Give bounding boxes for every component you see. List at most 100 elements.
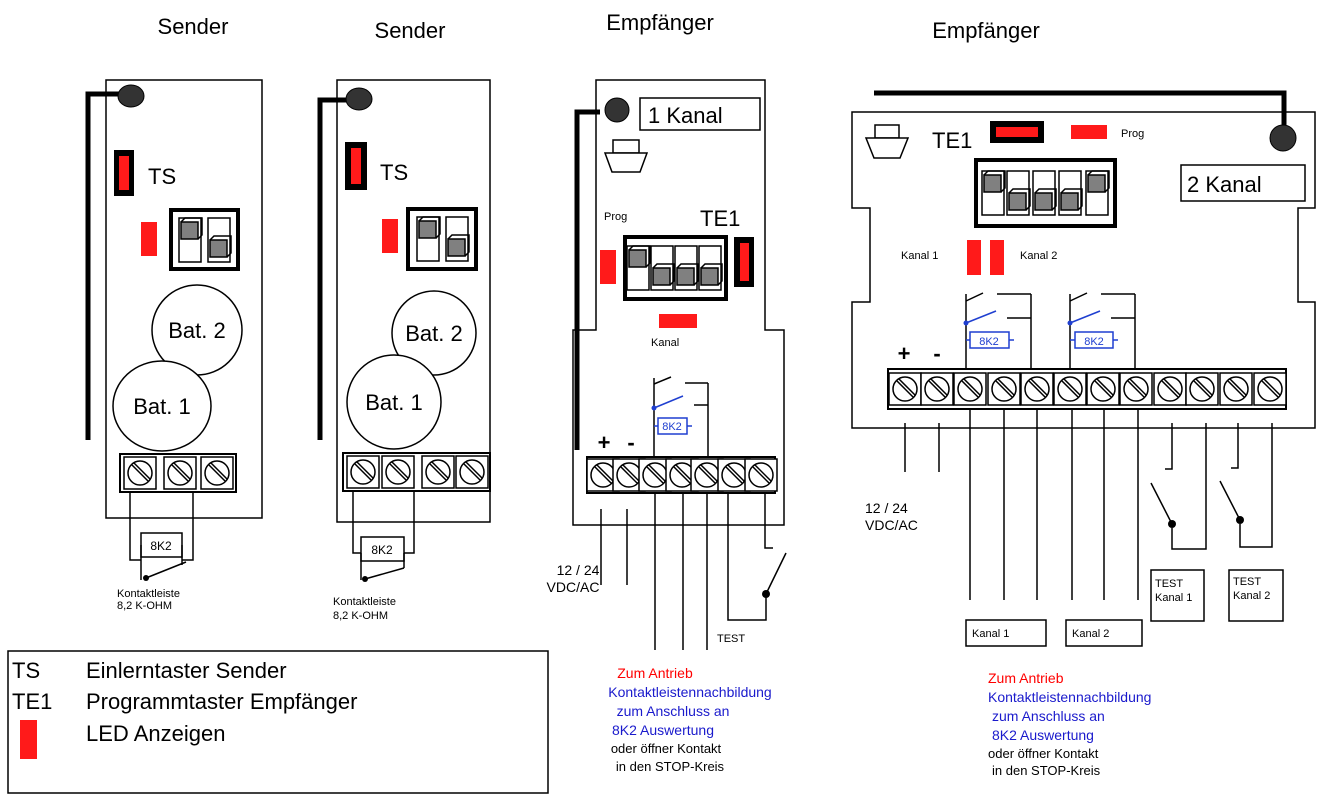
- kanal-2-led-icon: [990, 240, 1004, 275]
- legend-led-text: LED Anzeigen: [86, 721, 225, 746]
- ts-led-icon: [351, 148, 361, 184]
- test-box-kanal-1: [1150, 569, 1205, 622]
- resistor-label: 8K2: [1084, 336, 1104, 348]
- receiver-2-housing: [851, 111, 1316, 429]
- note-emulation-1: Kontaktleistennachbildung: [608, 684, 771, 700]
- antenna-knob-icon: [1269, 124, 1297, 152]
- terminal-block: [586, 456, 778, 494]
- kanal-1-led-icon: [967, 240, 981, 275]
- ts-label: TS: [380, 160, 408, 185]
- test-label: TEST: [717, 633, 745, 645]
- ts-label: TS: [148, 164, 176, 189]
- dip-switch-5[interactable]: [974, 158, 1117, 228]
- kanal-label: Kanal: [651, 337, 679, 349]
- dip-switch-4[interactable]: [623, 235, 728, 301]
- output-box-kanal-1: [965, 619, 1047, 647]
- channel-box-label: 2 Kanal: [1187, 172, 1262, 197]
- sender-2-antenna: [317, 97, 350, 440]
- relay-contact-1: 8K2: [963, 292, 1032, 372]
- kanal-led-icon: [659, 314, 697, 328]
- te1-led-icon: [996, 127, 1038, 137]
- minus-label: -: [627, 430, 634, 455]
- sender-1: TS Bat. 2 Bat. 1 8K2 Kontaktleiste 8,2 K…: [85, 79, 263, 612]
- test-switch-2: [1219, 480, 1241, 521]
- note-emulation-2: zum Anschluss an: [617, 703, 730, 719]
- title-sender-1: Sender: [158, 14, 229, 39]
- note-nc-2: in den STOP-Kreis: [992, 763, 1101, 778]
- battery-2-label: Bat. 2: [405, 321, 462, 346]
- receiver-1-antenna: [574, 109, 600, 450]
- test-box-2-line-1: TEST: [1233, 576, 1261, 588]
- antenna-knob-icon: [117, 84, 145, 108]
- terminal-block: [887, 368, 1287, 410]
- prog-led-icon: [1071, 125, 1107, 139]
- channel-box: [639, 97, 761, 131]
- caption-line-1: Kontaktleiste: [333, 596, 396, 608]
- test-box-2-line-2: Kanal 2: [1233, 590, 1270, 602]
- note-nc-1: oder öffner Kontakt: [988, 746, 1099, 761]
- sensor-wire: [129, 492, 141, 561]
- voltage-line-2: VDC/AC: [865, 517, 918, 533]
- voltage-line-1: 12 / 24: [557, 562, 600, 578]
- resistor-8k2: [360, 536, 405, 562]
- te1-label: TE1: [932, 128, 972, 153]
- dip-switch-2[interactable]: [406, 207, 478, 271]
- test-switch-1: [1150, 482, 1173, 525]
- dip-switch-2[interactable]: [169, 208, 240, 271]
- channel-box-label: 1 Kanal: [648, 103, 723, 128]
- test-box-1-line-1: TEST: [1155, 578, 1183, 590]
- prog-label: Prog: [604, 211, 627, 223]
- contact-strip-switch: [364, 567, 405, 580]
- receiver-1: 1 Kanal Prog TE1 Kanal: [547, 79, 787, 774]
- channel-box: [1180, 164, 1306, 202]
- legend: TS Einlerntaster Sender TE1 Programmtast…: [7, 650, 549, 794]
- battery-1-icon: [346, 354, 442, 450]
- battery-1-label: Bat. 1: [133, 394, 190, 419]
- legend-led-icon: [20, 720, 37, 759]
- caption-line-1: Kontaktleiste: [117, 588, 180, 600]
- note-drive: Zum Antrieb: [988, 670, 1064, 686]
- sender-2: TS Bat. 2 Bat. 1 8K2 Kontaktleiste 8,2 K…: [317, 79, 491, 622]
- terminal-block: [342, 452, 491, 492]
- note-emulation-1: Kontaktleistennachbildung: [988, 689, 1151, 705]
- battery-2-label: Bat. 2: [168, 318, 225, 343]
- relay-contact-2: 8K2: [1067, 292, 1136, 372]
- caption-line-2: 8,2 K-OHM: [333, 610, 388, 622]
- sender-1-antenna: [85, 91, 122, 440]
- receiver-2-antenna: [874, 90, 1287, 132]
- resistor-label: 8K2: [371, 543, 393, 557]
- test-box-1-line-2: Kanal 1: [1155, 592, 1192, 604]
- kanal-2-led-label: Kanal 2: [1020, 250, 1057, 262]
- plus-label: +: [598, 430, 611, 455]
- relay-contact: 8K2: [651, 376, 709, 458]
- test-switch: [765, 552, 787, 595]
- battery-2-icon: [391, 290, 477, 376]
- minus-label: -: [933, 341, 940, 366]
- sender-1-housing: [105, 79, 263, 519]
- caption-line-2: 8,2 K-OHM: [117, 600, 172, 612]
- resistor-label: 8K2: [979, 336, 999, 348]
- battery-1-label: Bat. 1: [365, 390, 422, 415]
- led-icon: [382, 219, 398, 253]
- note-emulation-3: 8K2 Auswertung: [612, 722, 714, 738]
- sensor-wire: [404, 491, 415, 554]
- output-label-kanal-1: Kanal 1: [972, 628, 1009, 640]
- legend-te1-abbr: TE1: [12, 689, 52, 714]
- note-drive: Zum Antrieb: [617, 665, 693, 681]
- legend-te1-text: Programmtaster Empfänger: [86, 689, 357, 714]
- receiver-1-housing: [572, 79, 785, 526]
- test-box-kanal-2: [1228, 569, 1284, 622]
- title-receiver-1: Empfänger: [606, 10, 714, 35]
- antenna-knob-icon: [345, 87, 373, 111]
- note-emulation-2: zum Anschluss an: [992, 708, 1105, 724]
- note-emulation-3: 8K2 Auswertung: [992, 727, 1094, 743]
- voltage-line-2: VDC/AC: [547, 579, 600, 595]
- title-sender-2: Sender: [375, 18, 446, 43]
- output-box-kanal-2: [1065, 619, 1143, 647]
- prog-led-icon: [600, 250, 616, 284]
- kanal-1-led-label: Kanal 1: [901, 250, 938, 262]
- ts-led-icon: [119, 156, 129, 190]
- note-nc-1: oder öffner Kontakt: [611, 741, 722, 756]
- sensor-wire: [352, 491, 361, 554]
